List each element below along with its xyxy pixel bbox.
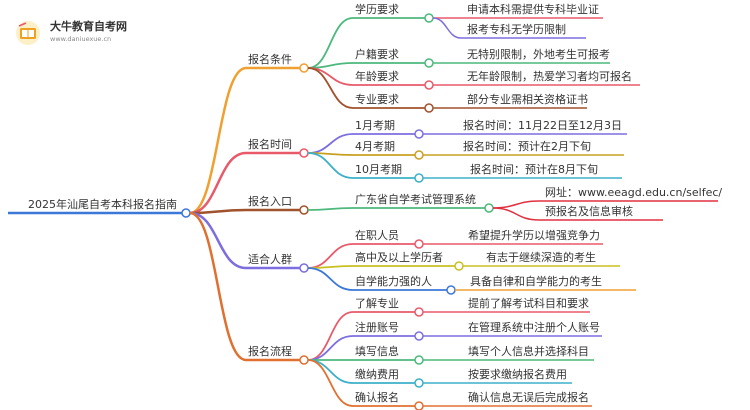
- branch-label: 报名时间: [248, 137, 292, 151]
- connector-line: [189, 211, 247, 270]
- node-dot: [299, 263, 309, 273]
- item-label: 10月考期: [355, 163, 402, 176]
- leaf-label: 报考专科无学历限制: [467, 22, 566, 36]
- leaf-label: 网址：www.eeagd.edu.cn/selfec/: [545, 185, 722, 199]
- leaf-label: 无特别限制，外地考生可报考: [467, 47, 610, 61]
- item-label: 缴纳费用: [355, 367, 399, 381]
- node-dot: [414, 129, 424, 139]
- item-label: 确认报名: [355, 390, 399, 404]
- item-label: 学历要求: [355, 2, 399, 16]
- book-icon: [16, 21, 40, 45]
- item-label: 注册账号: [355, 320, 399, 334]
- connector-line: [307, 359, 354, 407]
- item-label: 填写信息: [355, 344, 399, 358]
- connector-line: [189, 151, 247, 215]
- connector-line: [307, 17, 354, 69]
- node-dot: [414, 239, 424, 249]
- node-dot: [414, 331, 424, 341]
- node-dot: [181, 208, 191, 218]
- node-dot: [414, 401, 424, 410]
- node-dot: [424, 58, 434, 68]
- item-label: 了解专业: [355, 296, 399, 310]
- logo-url: www.daniuexue.cn: [50, 35, 112, 43]
- node-dot: [424, 80, 434, 90]
- branch-label: 适合人群: [248, 252, 292, 266]
- connector-line: [307, 67, 354, 109]
- node-dot: [424, 13, 434, 23]
- item-label: 自学能力强的人: [355, 274, 432, 288]
- branch-label: 报名流程: [248, 344, 292, 358]
- leaf-label: 按要求缴纳报名费用: [468, 367, 567, 381]
- node-dot: [414, 355, 424, 365]
- node-dot: [299, 355, 309, 365]
- site-logo[interactable]: 大牛教育自考网 www.daniuexue.cn: [14, 14, 144, 50]
- connector-line: [189, 211, 247, 362]
- node-dot: [414, 150, 424, 160]
- item-label: 广东省自学考试管理系统: [355, 192, 476, 206]
- node-dot: [414, 173, 424, 183]
- leaf-label: 申请本科需提供专科毕业证: [467, 2, 599, 16]
- logo-title: 大牛教育自考网: [50, 20, 127, 33]
- node-dot: [299, 148, 309, 158]
- connector-line: [307, 267, 354, 291]
- connector-line: [492, 200, 540, 209]
- node-dot: [299, 63, 309, 73]
- leaf-label: 提前了解考试科目和要求: [468, 296, 589, 310]
- item-label: 4月考期: [355, 140, 395, 153]
- node-dot: [454, 261, 464, 271]
- leaf-label: 确认信息无误后完成报名: [468, 390, 589, 404]
- node-dot: [424, 103, 434, 113]
- leaf-label: 无年龄限制，热爱学习者均可报名: [467, 69, 632, 83]
- leaf-label: 填写个人信息并选择科目: [468, 344, 589, 358]
- leaf-label: 具备自律和自学能力的考生: [470, 274, 602, 288]
- node-dot: [414, 307, 424, 317]
- node-dot: [299, 205, 309, 215]
- leaf-label: 希望提升学历以增强竞争力: [468, 228, 600, 242]
- root-topic: 2025年汕尾自考本科报名指南: [28, 197, 177, 211]
- connector-line: [189, 66, 247, 215]
- connector-line: [492, 207, 540, 221]
- node-dot: [446, 285, 456, 295]
- leaf-label: 报名时间：11月22日至12月3日: [463, 118, 622, 132]
- branch-label: 报名条件: [248, 52, 292, 66]
- leaf-label: 部分专业需相关资格证书: [467, 92, 588, 106]
- connector-line: [307, 207, 354, 211]
- leaf-label: 预报名及信息审核: [545, 204, 633, 218]
- leaf-label: 报名时间：预计在2月下旬: [463, 139, 591, 153]
- node-dot: [484, 203, 494, 213]
- item-label: 年龄要求: [355, 69, 399, 83]
- connector-line: [432, 17, 462, 39]
- item-label: 1月考期: [355, 119, 395, 132]
- item-label: 在职人员: [355, 229, 399, 242]
- item-label: 高中及以上学历者: [355, 250, 443, 264]
- leaf-label: 有志于继续深造的考生: [486, 250, 596, 264]
- connector-line: [307, 359, 354, 384]
- connector-line: [307, 243, 354, 269]
- connector-line: [307, 133, 354, 154]
- branch-label: 报名入口: [248, 194, 292, 208]
- leaf-label: 报名时间：预计在8月下旬: [470, 162, 598, 176]
- connector-line: [307, 152, 354, 179]
- connector-line: [307, 335, 354, 361]
- node-dot: [414, 378, 424, 388]
- item-label: 专业要求: [355, 92, 399, 106]
- connector-line: [307, 67, 354, 86]
- item-label: 户籍要求: [355, 47, 399, 61]
- leaf-label: 在管理系统中注册个人账号: [468, 320, 600, 334]
